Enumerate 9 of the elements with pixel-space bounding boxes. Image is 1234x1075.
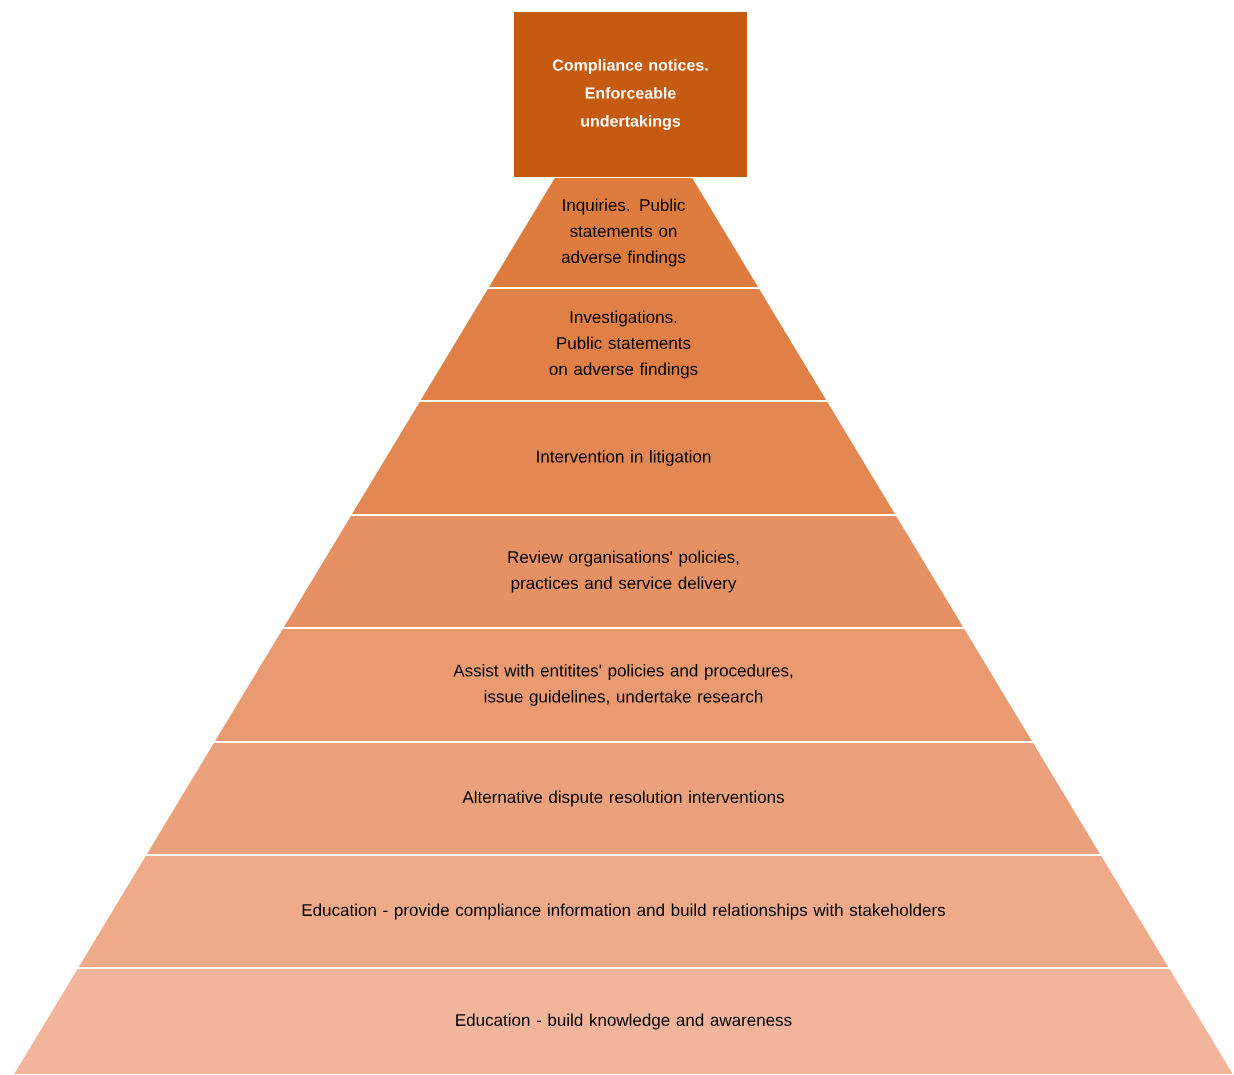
pyramid-band: Alternative dispute resolution interventions — [146, 743, 1101, 854]
pyramid-band: Intervention in litigation — [352, 402, 895, 514]
pyramid-band: Education - provide compliance information and build relationships with stakeholders — [78, 856, 1169, 967]
pyramid-band: Investigations. Public statements on adverse findings — [420, 289, 827, 400]
pyramid-band: Review organisations' policies, practices and service delivery — [283, 516, 964, 627]
apex-box: Compliance notices. Enforceable undertakings — [514, 12, 747, 177]
pyramid-band: Education - build knowledge and awareness — [14, 969, 1233, 1074]
pyramid-band: Inquiries. Public statements on adverse findings — [488, 178, 759, 287]
pyramid-band: Assist with entitites' policies and procedures, issue guidelines, undertake research — [215, 629, 1032, 741]
